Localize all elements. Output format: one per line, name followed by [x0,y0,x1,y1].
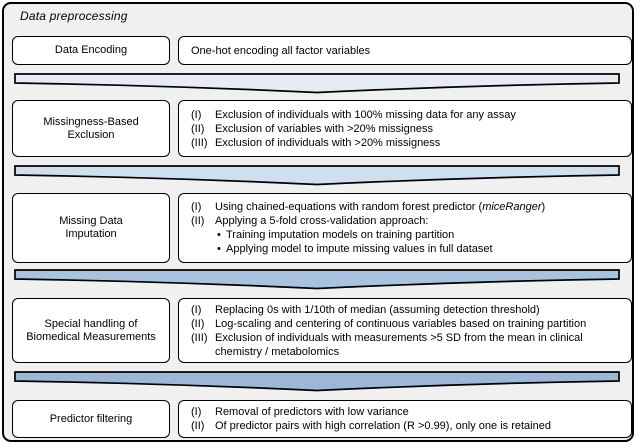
list-marker: (II) [191,122,205,135]
step-details-data-encoding: One-hot encoding all factor variables [178,36,632,65]
detail-text-pre: Using chained-equations with random fore… [215,201,483,213]
list-marker: (II) [191,317,205,330]
list-marker: (I) [191,406,202,418]
step-details-missingness-exclusion: (I) Exclusion of individuals with 100% m… [178,100,632,157]
step-label-text: Missing Data [59,215,123,227]
step-label-biomedical-handling: Special handling of Biomedical Measureme… [12,298,170,363]
detail-text: Exclusion of individuals with measuremen… [215,331,583,358]
list-marker: (I) [191,108,202,121]
detail-text-italic: miceRanger [482,201,542,213]
down-arrow [14,73,620,94]
step-label-text: Imputation [65,228,117,240]
detail-line: (I) Exclusion of individuals with 100% m… [191,108,625,122]
list-marker: (III) [191,331,208,344]
detail-text: Training imputation models on training p… [226,229,455,241]
detail-line: (I) Removal of predictors with low varia… [191,405,625,419]
step-details-biomedical-handling: (I) Replacing 0s with 1/10th of median (… [178,298,632,363]
down-arrow [14,371,620,392]
list-marker: (II) [191,420,205,432]
detail-line: (I) Using chained-equations with random … [191,200,625,214]
detail-line: (I) Replacing 0s with 1/10th of median (… [191,303,625,317]
step-details-predictor-filtering: (I) Removal of predictors with low varia… [178,400,632,438]
detail-line: One-hot encoding all factor variables [191,44,625,58]
panel-title: Data preprocessing [20,9,128,23]
detail-line-bullet: • Training imputation models on training… [191,228,625,242]
detail-text: Exclusion of variables with >20% missign… [215,122,433,135]
step-label-text: Missingness-Based [43,115,139,128]
detail-line: (III) Exclusion of individuals with meas… [191,331,625,359]
detail-line: (II) Applying a 5-fold cross-validation … [191,214,625,228]
step-label-text: Data Encoding [54,44,128,56]
step-label-missing-data-imputation: Missing Data Imputation [12,193,170,263]
detail-text: Applying a 5-fold cross-validation appro… [215,215,429,227]
down-arrow-shape [14,165,620,186]
detail-text: Using chained-equations with random fore… [215,200,625,214]
step-label-text: Predictor filtering [49,412,133,425]
detail-text: Of predictor pairs with high correlation… [215,420,551,432]
detail-line: (II) Exclusion of variables with >20% mi… [191,122,625,136]
step-label-data-encoding: Data Encoding [12,36,170,65]
detail-text: Exclusion of individuals with 100% missi… [215,108,516,121]
step-label-text: Special handling of [44,317,138,330]
detail-text: Exclusion of individuals with >20% missi… [215,136,441,149]
bullet-icon: • [217,229,221,241]
down-arrow-shape [14,73,620,94]
list-marker: (III) [191,136,208,149]
detail-line-bullet: • Applying model to impute missing value… [191,242,625,256]
step-label-predictor-filtering: Predictor filtering [12,400,170,438]
detail-text-post: ) [541,201,546,213]
detail-line: (II) Of predictor pairs with high correl… [191,419,625,433]
detail-text: Log-scaling and centering of continuous … [215,317,587,330]
list-marker: (II) [191,215,205,227]
down-arrow [14,165,620,186]
down-arrow-shape [14,269,620,290]
detail-text: One-hot encoding all factor variables [191,44,371,57]
step-label-text: Exclusion [67,128,115,141]
detail-text: Removal of predictors with low variance [215,406,409,418]
detail-line: (II) Log-scaling and centering of contin… [191,317,625,331]
list-marker: (I) [191,201,202,213]
detail-text: Replacing 0s with 1/10th of median (assu… [215,303,540,316]
down-arrow-shape [14,371,620,392]
list-marker: (I) [191,303,202,316]
down-arrow [14,269,620,290]
step-label-text: Biomedical Measurements [26,330,156,343]
detail-text: Applying model to impute missing values … [226,243,493,255]
bullet-icon: • [217,243,221,255]
step-details-missing-data-imputation: (I) Using chained-equations with random … [178,193,632,263]
step-label-missingness-exclusion: Missingness-Based Exclusion [12,100,170,157]
detail-line: (III) Exclusion of individuals with >20%… [191,136,625,150]
data-preprocessing-panel: Data preprocessing Data Encoding One-hot… [2,2,634,442]
